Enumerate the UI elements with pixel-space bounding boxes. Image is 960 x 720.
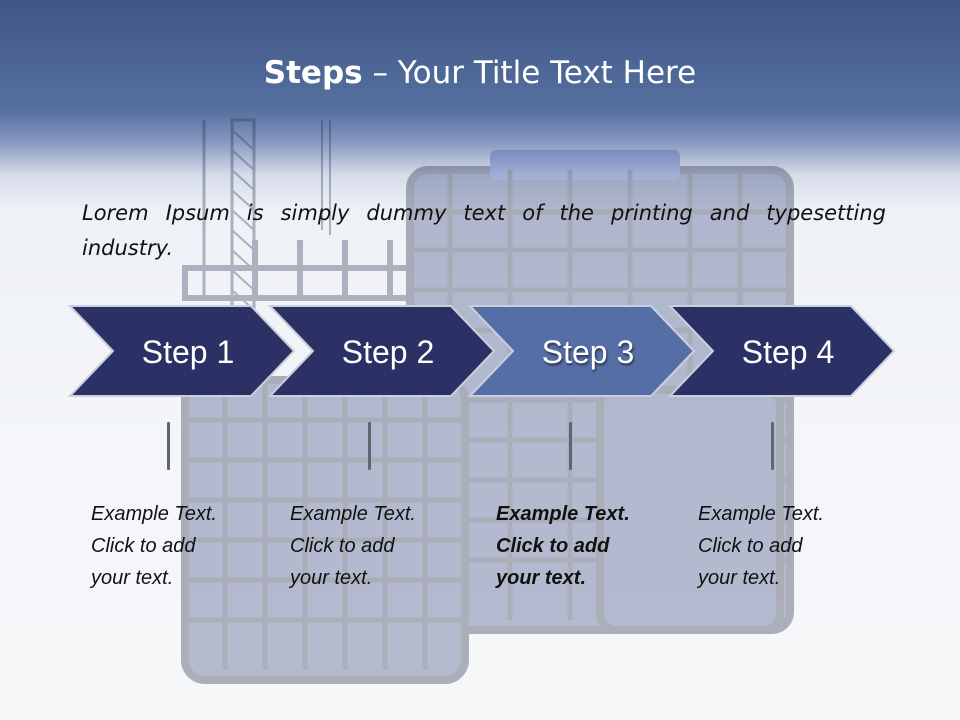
step-1-text-line: Example Text.	[91, 503, 217, 525]
step-1-text[interactable]: Example Text. Click to add your text.	[91, 498, 271, 594]
title-bold-word: Steps	[263, 55, 363, 91]
step-4-text-line: Click to add	[698, 535, 803, 557]
step-3-connector	[569, 422, 572, 470]
step-2-arrow[interactable]	[267, 305, 496, 397]
step-4-arrow[interactable]	[667, 305, 896, 397]
step-2-text-line: your text.	[290, 567, 373, 589]
intro-paragraph[interactable]: Lorem Ipsum is simply dummy text of the …	[82, 201, 886, 260]
step-4-label: Step 4	[741, 334, 835, 370]
step-2-label: Step 2	[341, 334, 435, 370]
step-3-text-line: your text.	[496, 567, 587, 589]
step-4-text[interactable]: Example Text. Click to add your text.	[698, 498, 878, 594]
step-3-text-line: Example Text.	[496, 503, 630, 525]
step-1-text-line: your text.	[91, 567, 174, 589]
slide-title[interactable]: Steps – Your Title Text Here	[0, 55, 960, 91]
step-3-text-line: Click to add	[496, 535, 610, 557]
step-1-text-line: Click to add	[91, 535, 196, 557]
step-1-label: Step 1	[141, 334, 235, 370]
step-1-arrow[interactable]	[67, 305, 296, 397]
step-2-text-line: Example Text.	[290, 503, 416, 525]
title-text: – Your Title Text Here	[362, 55, 697, 91]
step-4-connector	[771, 422, 774, 470]
step-3-arrow[interactable]	[467, 305, 696, 397]
step-4-text-line: Example Text.	[698, 503, 824, 525]
step-3-label: Step 3	[541, 334, 635, 370]
step-2-text-line: Click to add	[290, 535, 395, 557]
step-1-connector	[167, 422, 170, 470]
step-2-text[interactable]: Example Text. Click to add your text.	[290, 498, 470, 594]
step-2-connector	[368, 422, 371, 470]
step-4-text-line: your text.	[698, 567, 781, 589]
step-3-text[interactable]: Example Text. Click to add your text.	[496, 498, 676, 594]
